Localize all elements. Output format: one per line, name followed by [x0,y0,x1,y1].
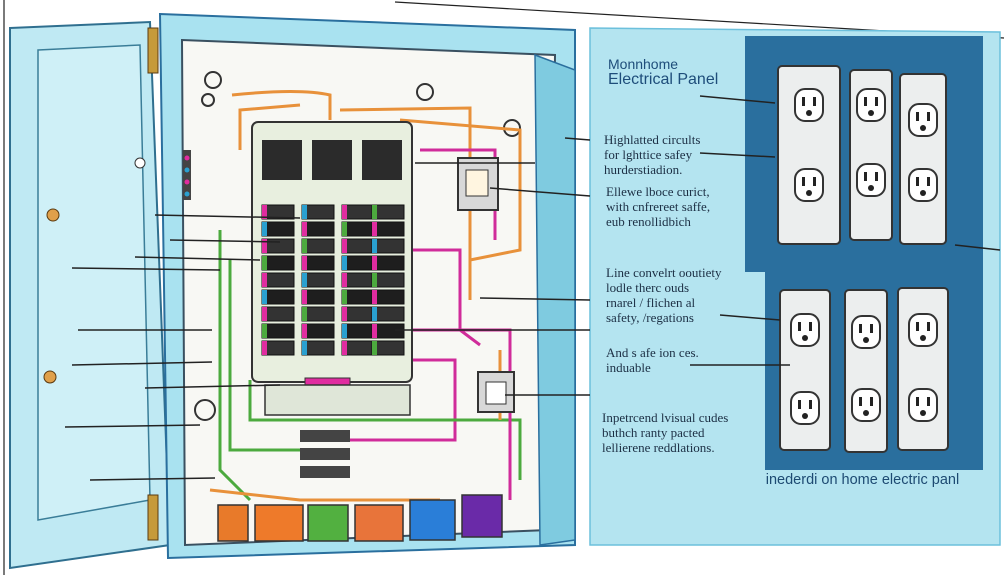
callout-5: Inpetrcend lvisual cudes buthch ranty pa… [602,410,728,455]
callout-line: Line convelrt ooutiety [606,265,722,280]
breaker-stripe [302,307,307,321]
breaker-stripe [342,239,347,253]
breaker-stripe [372,324,377,338]
breaker-stripe [372,307,377,321]
callout-2: Ellewe lboce curict, with cnfrereet saff… [606,184,710,229]
callout-line: Ellewe lboce curict, [606,184,710,199]
outlet-plates [777,65,949,453]
breaker-stripe [302,205,307,219]
breaker-stripe [262,307,267,321]
breaker-stripe [302,239,307,253]
outlet-socket-icon [790,313,820,347]
breaker-stripe [262,222,267,236]
callout-line: safety, /regations [606,310,694,325]
breaker-row [262,140,402,180]
callout-line: lodle therc ouds [606,280,690,295]
breaker-stripe [342,307,347,321]
breaker-stripe [262,290,267,304]
breaker-switches [261,204,405,356]
breaker-stripe [342,256,347,270]
breaker-stripe [302,341,307,355]
outlet-socket-icon [908,313,938,347]
callout-line: with cnfrereet saffe, [606,199,711,214]
breaker-stripe [372,273,377,287]
callout-line: rnarel / flichen al [606,295,696,310]
breaker-stripe [342,222,347,236]
outlet-plate [897,287,949,451]
breaker-stripe [262,256,267,270]
callout-line: induable [606,360,651,375]
breaker-stripe [342,290,347,304]
callout-line: hurderstiadion. [604,162,683,177]
outlet-plate [899,73,947,245]
outlet-socket-icon [794,168,824,202]
breaker-stripe [342,324,347,338]
breaker-stripe [302,222,307,236]
breaker-stripe [372,239,377,253]
breaker-stripe [342,205,347,219]
outlet-plate [777,65,841,245]
breaker-stripe [262,205,267,219]
outlet-socket-icon [790,391,820,425]
callout-line: And s afe ion ces. [606,345,699,360]
outlet-socket-icon [851,315,881,349]
outlet-socket-icon [908,103,938,137]
breaker-stripe [302,324,307,338]
outlet-plate [844,289,888,453]
outlet-socket-icon [908,388,938,422]
breaker-stripe [262,273,267,287]
callout-3: Line convelrt ooutiety lodle therc ouds … [606,265,722,325]
callout-1: Highlatted circults for lghttice safey h… [604,132,700,177]
callout-line: buthch ranty pacted [602,425,705,440]
breaker-stripe [342,273,347,287]
callout-line: Highlatted circults [604,132,701,147]
breaker-stripe [342,341,347,355]
indicator-lights [183,150,191,200]
door-knob-icon [46,208,60,222]
breaker-stripe [262,341,267,355]
cabinet-door [9,20,172,570]
breaker-stripe [302,273,307,287]
callout-line: lellierene reddlations. [602,440,715,455]
footer-caption: inederdi on home electric panl [765,472,960,488]
breaker-panel [251,121,413,478]
leader-lines [64,95,1001,481]
breaker-stripe [302,290,307,304]
breaker-stripe [262,324,267,338]
door-screw-icon [134,157,146,169]
breaker-stripe [372,341,377,355]
outlet-socket-icon [794,88,824,122]
info-title-line2: Electrical Panel [608,71,719,88]
breaker-stripe [372,290,377,304]
outlet-socket-icon [856,163,886,197]
breaker-stripe [262,239,267,253]
info-title: Monnhome Electrical Panel [608,56,718,88]
callout-4: And s afe ion ces. induable [606,345,699,375]
outlet-socket-icon [908,168,938,202]
outlet-socket-icon [851,388,881,422]
breaker-stripe [302,256,307,270]
door-knob-icon [43,370,57,384]
breaker-stripe [372,205,377,219]
callout-line: eub renollidbich [606,214,691,229]
terminal-block [300,430,350,478]
callout-line: for lghttice safey [604,147,693,162]
breaker-stripe [372,256,377,270]
callout-line: Inpetrcend lvisual cudes [602,410,729,425]
info-title-line1: Monnhome [608,56,679,72]
outlet-socket-icon [856,88,886,122]
hinge-icon [147,27,159,541]
breaker-stripe [372,222,377,236]
outlet-box-icon [457,157,515,413]
colored-receptacles [217,494,503,542]
